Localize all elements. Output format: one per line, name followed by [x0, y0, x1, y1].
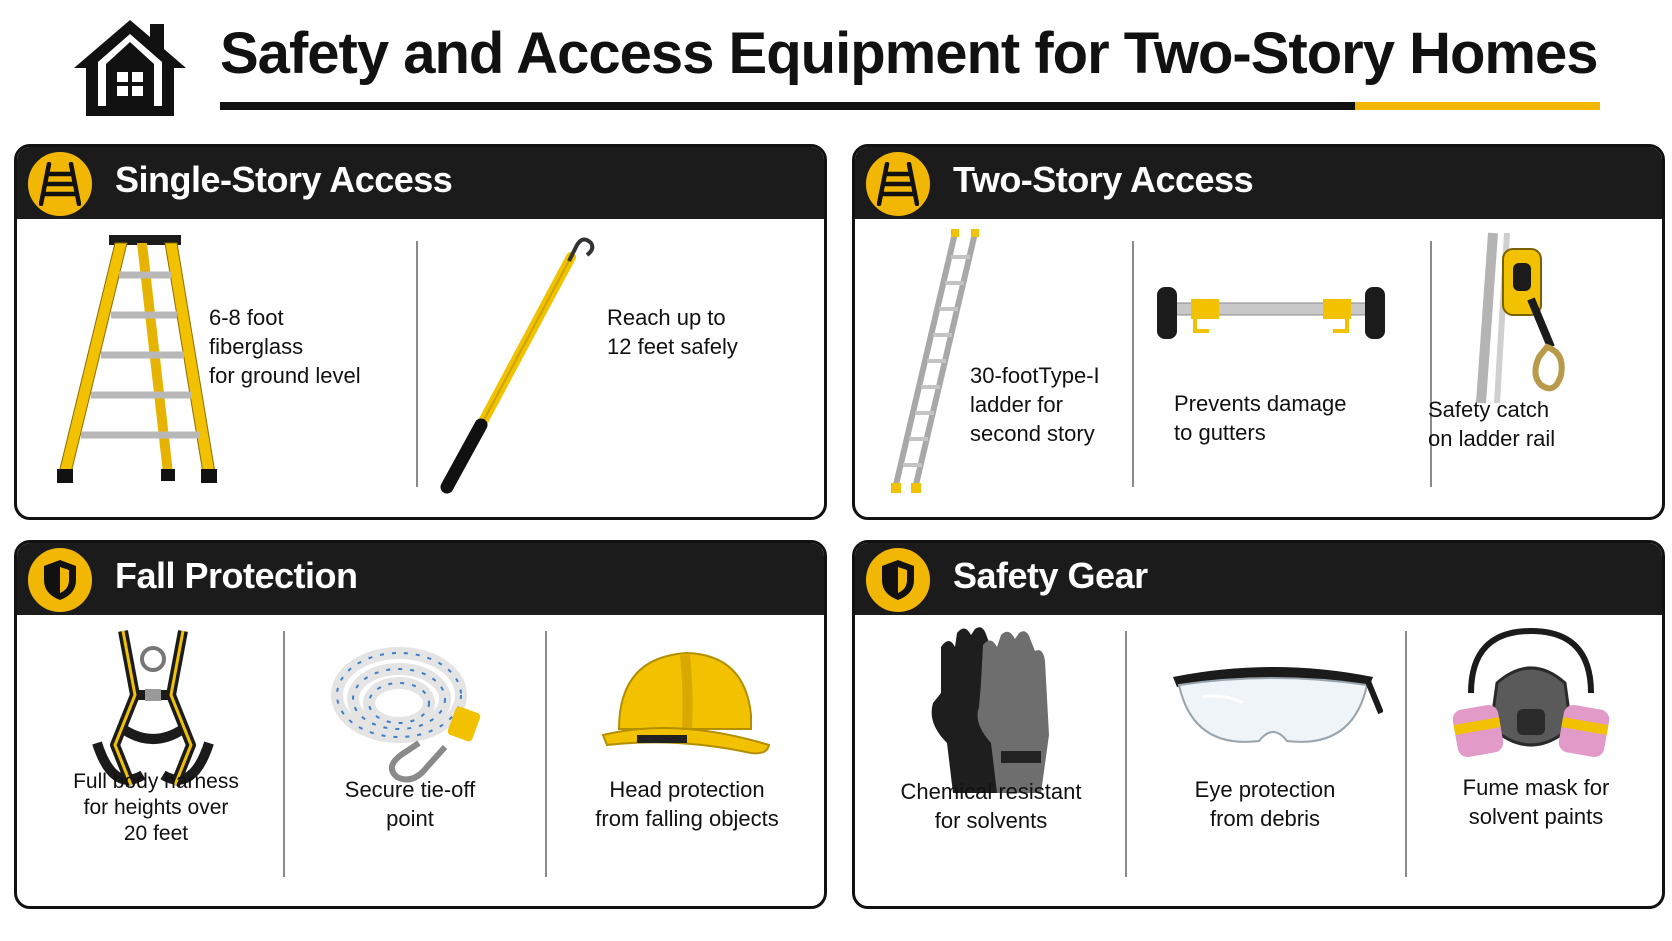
ladder-standoff-caption: Prevents damage to gutters: [1174, 391, 1347, 445]
panel-title: Fall Protection: [115, 555, 358, 596]
step-ladder-caption: 6-8 foot fiberglass for ground level: [209, 305, 361, 388]
column-divider: [283, 631, 285, 877]
panel-header-bar: Single-Story Access: [17, 147, 824, 219]
step-ladder-image: [57, 235, 217, 483]
panel-header-bar: Fall Protection: [17, 543, 824, 615]
column-divider: [1125, 631, 1127, 877]
chemical-gloves-image: [931, 627, 1049, 793]
extension-ladder-caption: 30-footType-I ladder for second story: [970, 363, 1100, 446]
safety-gear-panel: Safety Gear Chemical resistant for solve…: [852, 540, 1665, 909]
glasses-caption: Eye protection from debris: [1194, 777, 1336, 831]
column-divider: [1405, 631, 1407, 877]
respirator-mask-image: [1452, 627, 1610, 758]
ladder-icon: [863, 149, 933, 219]
panel-title: Safety Gear: [953, 555, 1148, 596]
gloves-caption: Chemical resistant for solvents: [900, 779, 1082, 833]
column-divider: [416, 241, 418, 487]
column-divider: [1132, 241, 1134, 487]
safety-glasses-image: [1173, 667, 1383, 743]
ladder-icon: [25, 149, 95, 219]
two-story-access-panel: Two-Story Access 30-footType-I ladder fo…: [852, 144, 1665, 520]
hard-hat-caption: Head protection from falling objects: [595, 777, 779, 831]
panel-title: Two-Story Access: [953, 159, 1254, 200]
extension-pole-caption: Reach up to 12 feet safely: [607, 305, 738, 359]
column-divider: [545, 631, 547, 877]
hard-hat-image: [601, 651, 771, 755]
title-underline: [220, 102, 1600, 110]
column-divider: [1430, 241, 1432, 487]
extension-pole-image: [440, 237, 595, 494]
panel-header-bar: Safety Gear: [855, 543, 1662, 615]
panel-header-bar: Two-Story Access: [855, 147, 1662, 219]
panel-title: Single-Story Access: [115, 159, 453, 200]
fall-protection-panel: Fall Protection Full body harness for he…: [14, 540, 827, 909]
shield-icon: [25, 545, 95, 615]
harness-caption: Full body harness for heights over 20 fe…: [73, 770, 239, 845]
rope-grab-image: [1476, 232, 1565, 404]
single-story-access-panel: Single-Story Access 6-8 foot fiberglass …: [14, 144, 827, 520]
lifeline-rope-image: [331, 647, 481, 783]
page-header: Safety and Access Equipment for Two-Stor…: [0, 0, 1672, 125]
safety-harness-image: [92, 630, 214, 787]
extension-ladder-image: [891, 229, 979, 493]
shield-icon: [863, 545, 933, 615]
respirator-caption: Fume mask for solvent paints: [1462, 775, 1610, 829]
house-icon: [74, 20, 186, 116]
page-title: Safety and Access Equipment for Two-Stor…: [220, 21, 1599, 86]
lifeline-caption: Secure tie-off point: [344, 777, 476, 831]
rope-grab-caption: Safety catch on ladder rail: [1428, 397, 1556, 451]
ladder-standoff-image: [1157, 287, 1385, 339]
